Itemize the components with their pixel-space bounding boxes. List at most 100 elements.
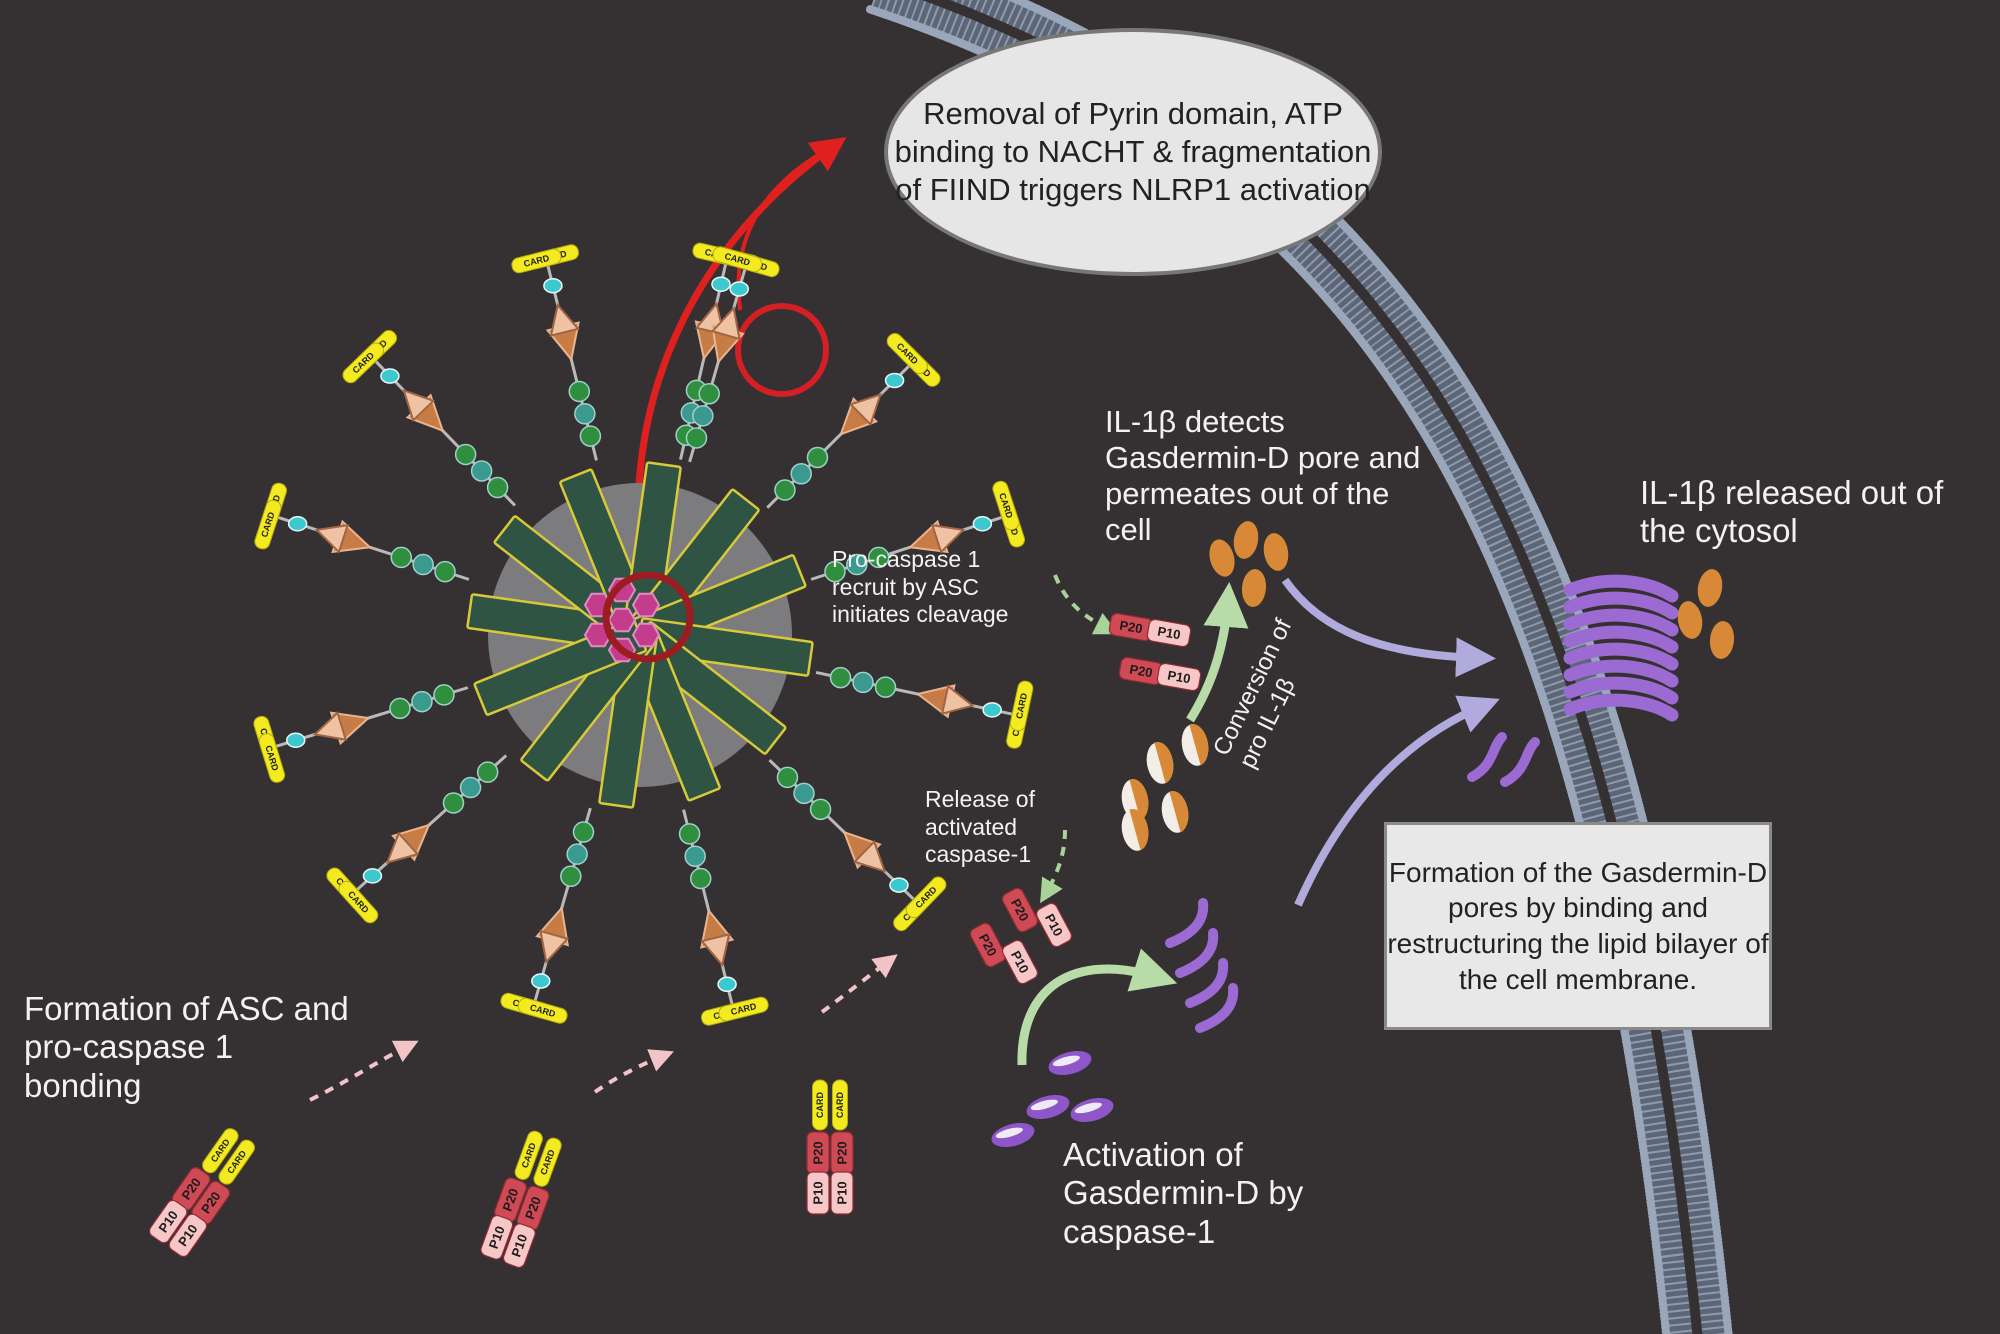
asc-bead bbox=[579, 425, 602, 447]
lipid-head bbox=[1662, 1331, 1671, 1334]
gasdermin-d-pore bbox=[1563, 574, 1679, 722]
asc-bead bbox=[572, 821, 595, 843]
pore-segment bbox=[1563, 693, 1679, 722]
p20-label: P20 bbox=[1118, 618, 1143, 637]
card-domain bbox=[533, 1137, 562, 1187]
asc-bead bbox=[824, 560, 846, 583]
p10-label: P10 bbox=[811, 1181, 826, 1204]
card-domain bbox=[342, 342, 385, 384]
card-domain bbox=[517, 997, 568, 1024]
card-domain bbox=[511, 248, 562, 274]
fiind-domain bbox=[402, 388, 436, 423]
asc-pyd bbox=[717, 976, 737, 993]
card-domain bbox=[712, 246, 763, 273]
p10-subunit bbox=[502, 1223, 536, 1268]
gasdermin-band bbox=[1074, 1102, 1102, 1114]
il-1beta bbox=[1263, 533, 1289, 571]
il-1beta-molecules bbox=[1121, 521, 1735, 851]
removal-callout: Removal of Pyrin domain, ATP binding to … bbox=[884, 28, 1382, 276]
fiind-domain bbox=[385, 831, 420, 865]
asc-bead bbox=[442, 792, 465, 814]
asc-pyd bbox=[362, 868, 383, 884]
p10-subunit bbox=[1146, 618, 1192, 648]
fiind-domain bbox=[312, 710, 348, 741]
free-procaspase-complexes: CARDCARDP20P20P10P10CARDCARDP20P20P10P10… bbox=[148, 1079, 854, 1268]
asc-bead bbox=[411, 690, 433, 713]
asc-bead bbox=[459, 776, 482, 799]
gasdermin-fragment bbox=[1195, 983, 1239, 1033]
asc-pyd bbox=[543, 277, 563, 294]
pore-segment bbox=[1563, 625, 1679, 654]
card-domain bbox=[905, 876, 947, 919]
card-label: CARD bbox=[835, 1092, 845, 1118]
gasdermin-pores-text: Formation of the Gasdermin-D pores by bi… bbox=[1387, 856, 1769, 995]
release-caspase-label: Release of activated caspase-1 bbox=[925, 786, 1035, 868]
asc-bead bbox=[790, 463, 812, 485]
removal-text: Removal of Pyrin domain, ATP binding to … bbox=[894, 96, 1372, 207]
asc-bead bbox=[698, 382, 720, 405]
activation-gasdermin-label: Activation of Gasdermin-D by caspase-1 bbox=[1063, 1136, 1304, 1250]
p10-label: P10 bbox=[835, 1181, 850, 1204]
gasdermin-d-fragments bbox=[991, 732, 1540, 1148]
pyrin-hexagon bbox=[631, 592, 661, 618]
il-1beta bbox=[1697, 569, 1723, 607]
asc-bead bbox=[793, 782, 815, 805]
p10-subunit bbox=[480, 1214, 514, 1260]
card-domain bbox=[832, 1079, 848, 1131]
asc-bead bbox=[568, 380, 591, 403]
asc-bead bbox=[390, 546, 413, 569]
asc-pyd bbox=[711, 276, 731, 292]
asc-pyd bbox=[729, 281, 749, 297]
procaspase-recruit-label: Pro-caspase 1 recruit by ASC initiates c… bbox=[832, 546, 1009, 628]
il1b-detects-label: IL-1β detects Gasdermin-D pore and perme… bbox=[1105, 404, 1421, 547]
conversion-arrow bbox=[1186, 582, 1249, 723]
pro-il-1beta-half bbox=[1129, 779, 1149, 821]
asc-bead bbox=[560, 865, 582, 888]
asc-bead bbox=[829, 666, 852, 689]
asc-bead bbox=[867, 546, 890, 569]
asc-bead bbox=[684, 845, 706, 867]
p20-label: P20 bbox=[499, 1186, 521, 1213]
card-domain bbox=[812, 1079, 828, 1131]
asc-pyd bbox=[531, 973, 551, 989]
asc-bead bbox=[774, 479, 796, 501]
p10-label: P10 bbox=[1166, 668, 1191, 687]
asc-bead bbox=[689, 867, 712, 890]
gasdermin-fragment bbox=[1175, 928, 1219, 978]
bonding-dashed-arrow-1 bbox=[309, 1040, 419, 1102]
card-domain bbox=[254, 499, 282, 550]
pro-il-1beta-half bbox=[1154, 742, 1174, 784]
il-1beta bbox=[1677, 601, 1703, 639]
activation-green-arrow bbox=[1017, 948, 1178, 1066]
asc-bead bbox=[692, 405, 714, 427]
asc-bead bbox=[776, 766, 799, 789]
pore-segment bbox=[1563, 676, 1679, 705]
asc-pyd bbox=[380, 368, 400, 384]
p10-subunit bbox=[148, 1199, 188, 1244]
card-domain bbox=[258, 733, 286, 783]
p20-label: P20 bbox=[811, 1141, 826, 1164]
il-1beta bbox=[1709, 621, 1735, 659]
pore-segment bbox=[1563, 591, 1679, 620]
card-domain bbox=[202, 1128, 239, 1174]
asc-bead bbox=[389, 697, 411, 720]
asc-pyd bbox=[889, 877, 909, 893]
gasdermin-fragment bbox=[1165, 898, 1209, 948]
pore-segment bbox=[1563, 642, 1679, 671]
card-domain bbox=[1009, 680, 1034, 732]
asc-bead bbox=[874, 676, 897, 698]
asc-bead bbox=[846, 553, 868, 576]
asc-bead bbox=[433, 684, 455, 706]
pro-il-1beta-half bbox=[1189, 724, 1209, 766]
fiind-domain bbox=[710, 306, 741, 341]
card-label: CARD bbox=[815, 1092, 825, 1118]
gasdermin-fragment bbox=[1467, 732, 1507, 782]
p10-label: P10 bbox=[508, 1232, 530, 1259]
asc-pyd bbox=[972, 516, 993, 532]
p20-label: P20 bbox=[1128, 662, 1153, 681]
asc-bead bbox=[454, 443, 477, 466]
asc-bead bbox=[434, 560, 456, 583]
gasdermin-fragment bbox=[1500, 737, 1540, 787]
asc-bead bbox=[476, 761, 499, 783]
